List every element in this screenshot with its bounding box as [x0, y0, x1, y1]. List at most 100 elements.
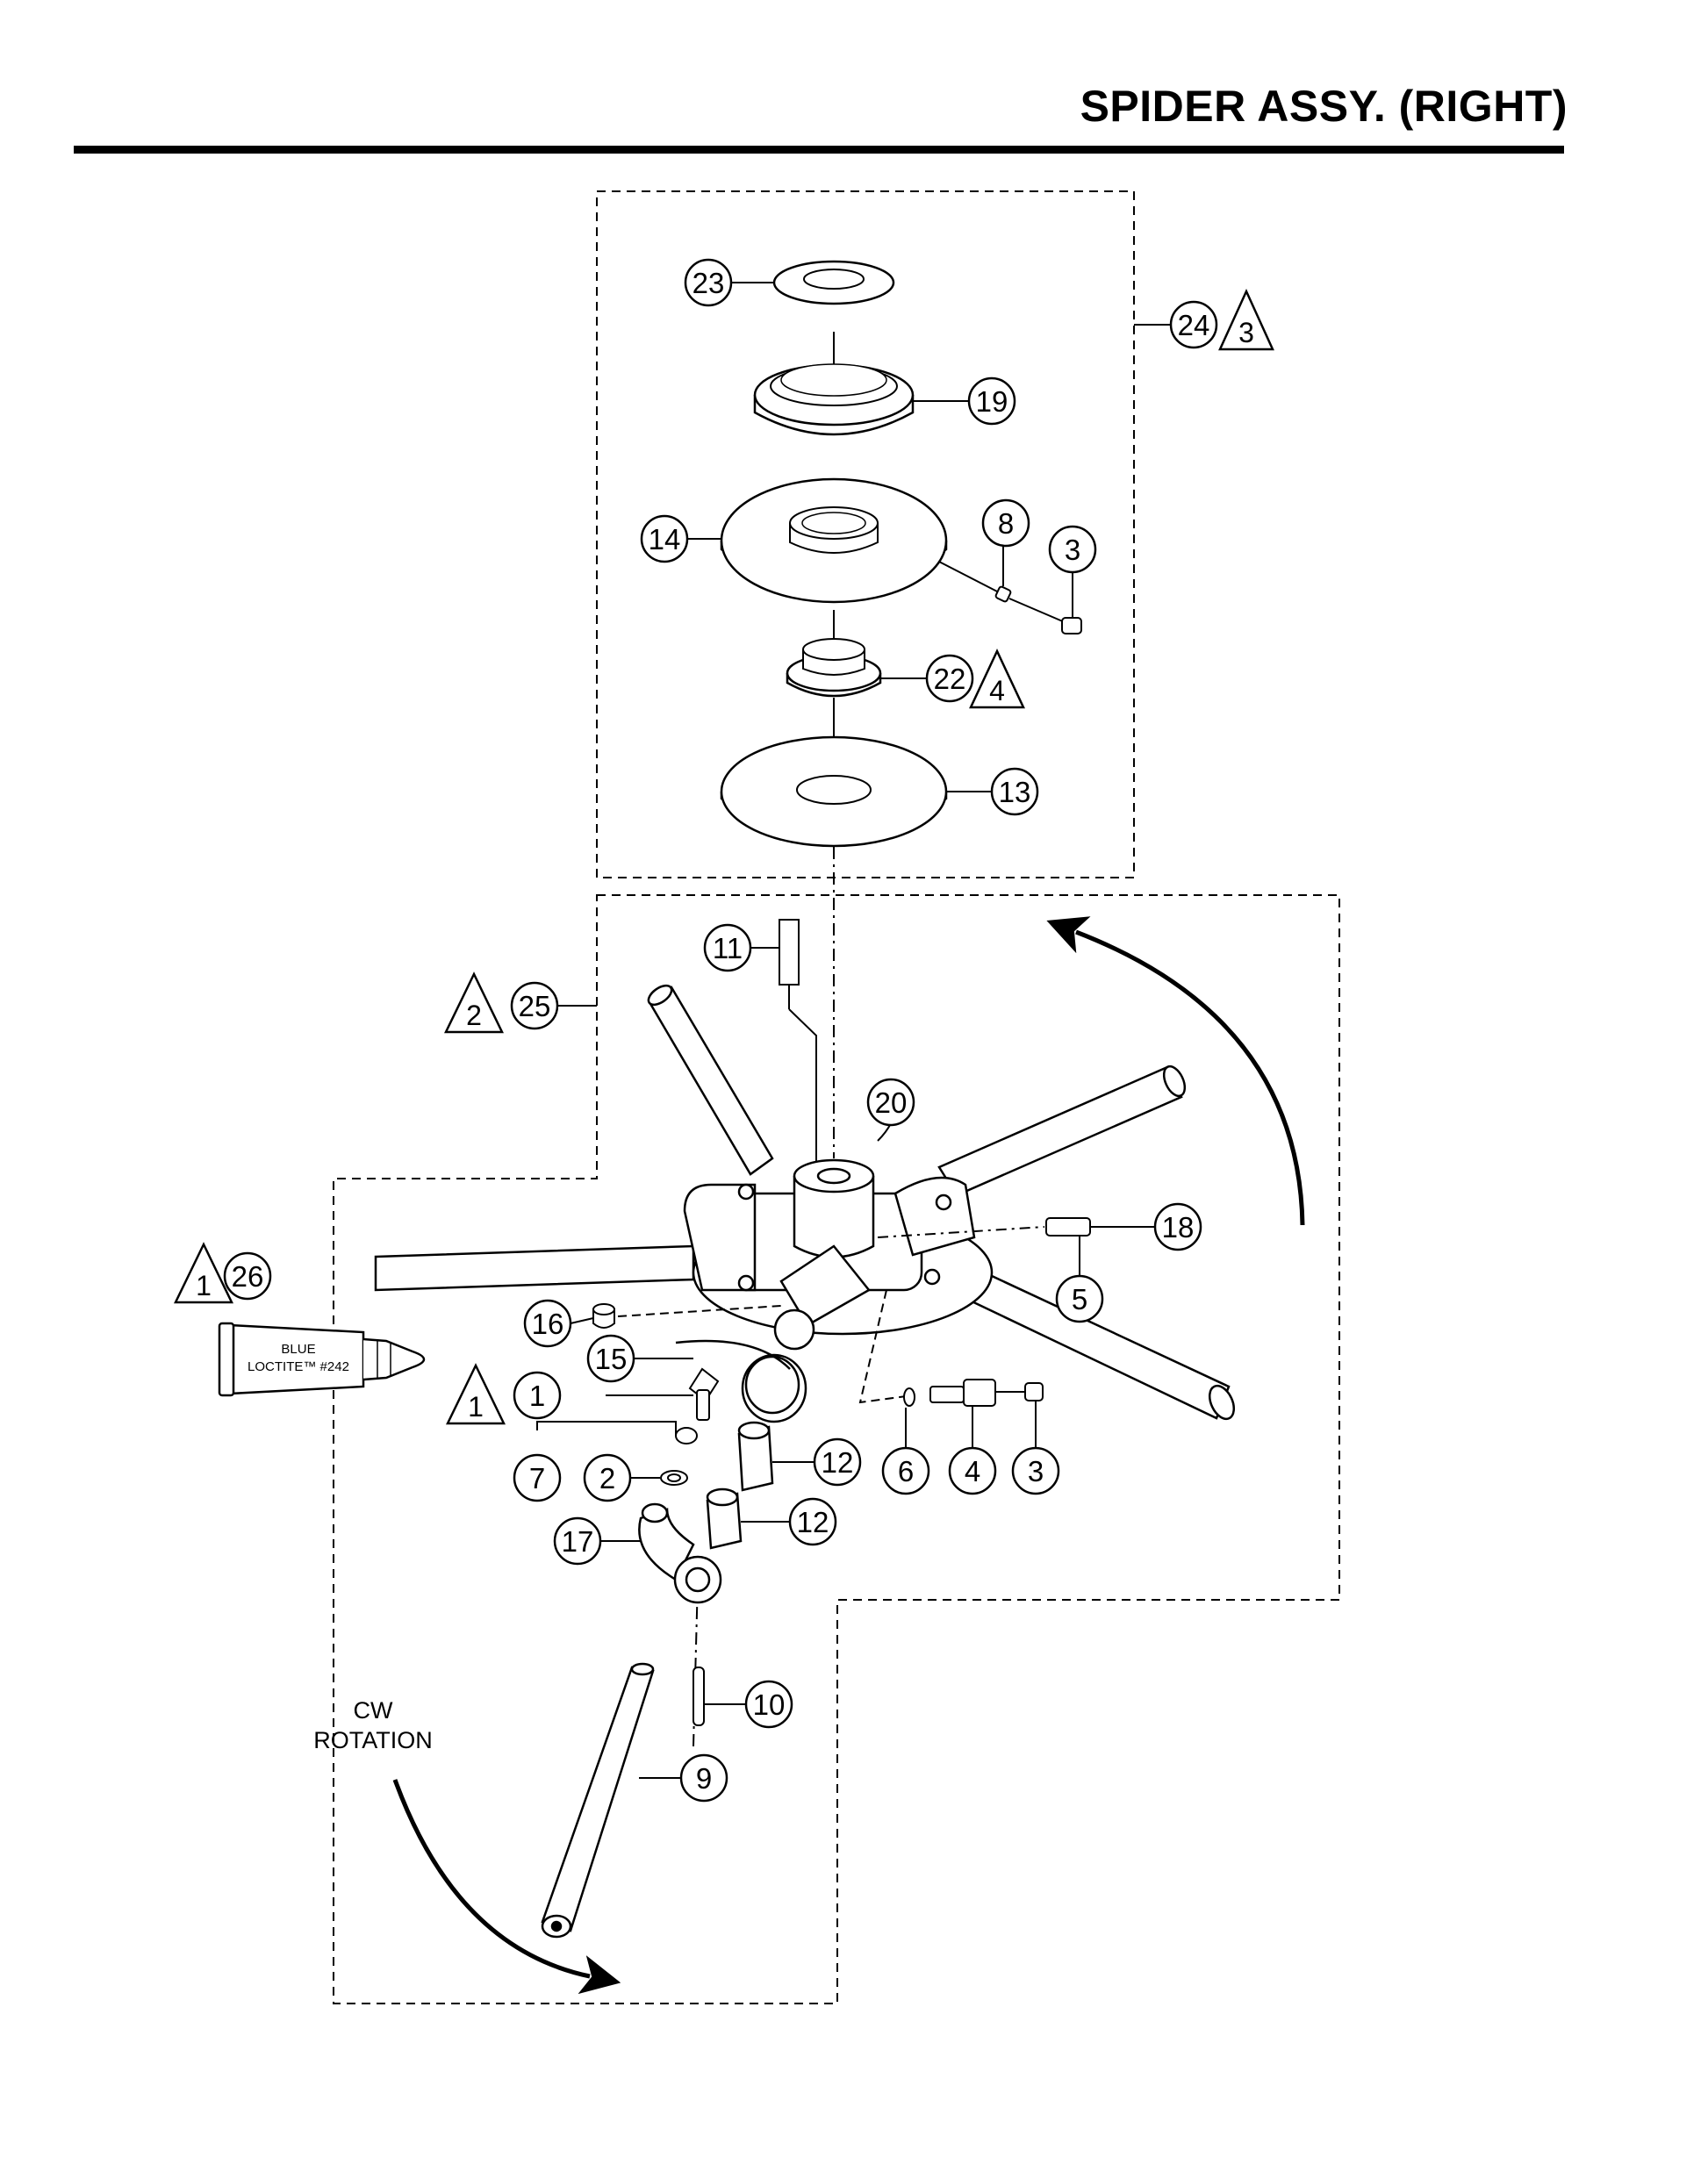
note-triangle-3 [1218, 288, 1274, 351]
callout-circles [223, 258, 1218, 1803]
part-12-bushing-lower [706, 1487, 743, 1550]
part-18-fitting [877, 1217, 1116, 1264]
part-22-bushing [786, 638, 882, 698]
callout-2 [583, 1453, 632, 1502]
rotation-note-line-2: ROTATION [313, 1727, 433, 1753]
part-12-bushing-upper [737, 1421, 774, 1492]
callout-22 [925, 654, 974, 703]
callout-17-label: 17 [562, 1525, 594, 1558]
callout-12-upper [813, 1437, 862, 1487]
rotation-arrow-lower [392, 1779, 621, 1995]
callout-18 [1153, 1202, 1202, 1251]
loctite-label-line-1: BLUE [281, 1342, 315, 1357]
callout-26-label: 26 [232, 1260, 264, 1293]
callout-16-label: 16 [532, 1308, 564, 1340]
rotation-arrow-upper [1046, 916, 1305, 1226]
part-16-plug [592, 1303, 782, 1329]
rotation-note-line-1: CW [354, 1697, 393, 1724]
note-triangle-3-label: 3 [1238, 317, 1254, 348]
callout-22-label: 22 [934, 663, 966, 695]
callout-3-upper [1048, 525, 1097, 574]
callout-11-label: 11 [713, 932, 743, 964]
callout-14 [640, 514, 689, 563]
callout-23-label: 23 [693, 267, 725, 299]
note-triangle-4-label: 4 [989, 675, 1005, 706]
callout-15 [586, 1334, 635, 1383]
callout-25 [510, 981, 559, 1030]
callout-10 [744, 1680, 793, 1729]
callout-12-lower [788, 1497, 837, 1546]
part-2-lockwasher [660, 1470, 688, 1486]
callout-15-label: 15 [595, 1343, 628, 1375]
part-8-grease-fitting [938, 561, 1072, 626]
callout-9-label: 9 [696, 1762, 712, 1795]
part-1-bolt [606, 1367, 720, 1421]
callout-23 [684, 258, 733, 307]
callout-13-label: 13 [999, 776, 1031, 808]
part-10-pin [693, 1667, 705, 1726]
callout-8-label: 8 [998, 507, 1014, 540]
note-triangle-2-label: 2 [466, 1000, 482, 1031]
part-13-washer [720, 735, 948, 848]
callout-5 [1055, 1274, 1104, 1323]
callout-11 [703, 923, 752, 972]
note-triangle-1-lower-label: 1 [468, 1391, 484, 1423]
upper-kit-boundary [596, 190, 1135, 878]
spider-kit-boundary [333, 894, 1340, 2004]
callout-10-label: 10 [753, 1688, 786, 1721]
callout-14-label: 14 [649, 523, 681, 556]
part-15-spring [675, 1339, 807, 1423]
callout-26 [223, 1251, 272, 1301]
callout-24 [1169, 300, 1218, 349]
note-triangle-2 [444, 971, 504, 1034]
callout-4 [948, 1446, 997, 1495]
part-19-seal [753, 363, 915, 436]
callout-3-upper-label: 3 [1065, 534, 1080, 566]
callout-6 [881, 1446, 930, 1495]
note-triangle-4 [969, 649, 1025, 709]
part-3-cap [1061, 617, 1082, 634]
spider-hub-body [374, 984, 1236, 1421]
part-6-4-3-fittings [858, 1289, 1044, 1407]
callout-7-label: 7 [529, 1462, 545, 1495]
callout-12-upper-label: 12 [822, 1446, 854, 1479]
part-11-key [779, 919, 817, 1167]
loctite-label-line-2: LOCTITE™ #242 [248, 1359, 349, 1374]
callout-19-label: 19 [976, 385, 1008, 418]
callout-12-lower-label: 12 [797, 1506, 829, 1538]
callout-16 [523, 1299, 572, 1348]
callout-5-label: 5 [1072, 1283, 1087, 1315]
note-triangle-1-upper [174, 1242, 233, 1304]
callout-19 [967, 376, 1016, 426]
part-14-disc [720, 477, 948, 604]
leader-lines [557, 282, 1171, 1779]
callout-13 [990, 767, 1039, 816]
part-9-arm [541, 1662, 655, 1939]
callout-2-label: 2 [599, 1462, 615, 1495]
callout-24-label: 24 [1178, 309, 1210, 341]
title-rule [74, 146, 1564, 154]
callout-7 [513, 1453, 562, 1502]
callout-25-label: 25 [519, 990, 551, 1022]
callout-9 [679, 1753, 728, 1803]
callout-20-label: 20 [875, 1086, 908, 1119]
callout-4-label: 4 [965, 1455, 980, 1487]
part-17-arm-clamp [638, 1502, 722, 1604]
callout-3-lower-label: 3 [1028, 1455, 1044, 1487]
callout-3-lower [1011, 1446, 1060, 1495]
part-7-nut [536, 1421, 698, 1444]
callout-17 [553, 1516, 602, 1566]
note-triangle-1-lower [446, 1363, 506, 1425]
callout-1-label: 1 [529, 1380, 545, 1412]
callout-18-label: 18 [1162, 1211, 1195, 1244]
callout-1 [513, 1371, 562, 1420]
part-23-thrust-washer [772, 260, 895, 305]
page-title: SPIDER ASSY. (RIGHT) [1080, 82, 1568, 131]
note-triangle-1-upper-label: 1 [196, 1270, 212, 1301]
callout-6-label: 6 [898, 1455, 914, 1487]
note-triangles [174, 288, 1274, 1425]
part-26-loctite-tube: BLUE LOCTITE™ #242 [218, 1322, 426, 1397]
callout-8 [981, 498, 1030, 548]
callout-20 [866, 1078, 915, 1127]
